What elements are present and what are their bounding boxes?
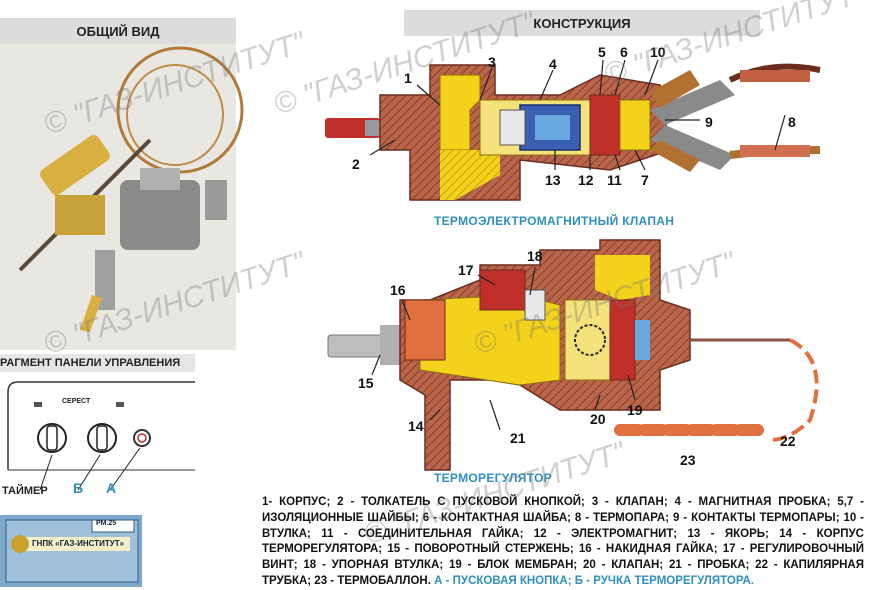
part-number: 12 [578,172,594,188]
control-panel-fragment [0,372,195,512]
part-number: 9 [705,114,713,130]
start-button[interactable] [133,429,151,447]
part-number: 23 [680,452,696,468]
part-number: 17 [458,262,474,278]
part-number: 2 [352,156,360,172]
thermoregulator-caption: ТЕРМОРЕГУЛЯТОР [434,471,552,485]
part-number: 15 [358,375,374,391]
part-number: 21 [510,430,526,446]
part-number: 4 [549,56,557,72]
badge-code: РМ.25 [96,520,117,527]
part-number: 6 [620,44,628,60]
timer-label: ТАЙМЕР [2,485,48,497]
part-number: 10 [650,44,666,60]
part-number: 5 [598,44,606,60]
badge-org: ГНПК «ГАЗ-ИНСТИТУТ» [32,539,125,548]
thermoregulator-drawing [327,239,819,471]
control-panel-header: РАГМЕНТ ПАНЕЛИ УПРАВЛЕНИЯ [0,354,195,372]
valve-caption: ТЕРМОЭЛЕКТРОМАГНИТНЫЙ КЛАПАН [434,214,675,228]
knob-b-label: Б [73,480,84,496]
legend-note-a: А - ПУСКОВАЯ КНОПКА; [434,574,572,587]
institute-badge [0,515,142,587]
part-number: 7 [641,172,649,188]
part-number: 19 [627,402,643,418]
part-number: 16 [390,282,406,298]
part-number: 22 [780,433,796,449]
construction-header: КОНСТРУКЦИЯ [404,10,760,36]
part-number: 14 [408,418,424,434]
legend-note-b: Б - РУЧКА ТЕРМОРЕГУЛЯТОРА. [574,574,754,587]
part-number: 20 [590,411,606,427]
thermoelectromagnetic-valve-drawing [325,63,821,201]
leader-lines [369,59,786,431]
parts-legend: 1- КОРПУС; 2 - ТОЛКАТЕЛЬ С ПУСКОВОЙ КНОП… [262,495,864,590]
general-view-header: ОБЩИЙ ВИД [0,18,236,44]
part-number: 8 [788,114,796,130]
part-number: 3 [488,54,496,70]
part-number: 18 [527,248,543,264]
part-number: 11 [607,172,622,188]
brand-label: СЕРЕСТ [62,398,91,405]
part-number: 13 [545,172,561,188]
product-photo [0,44,244,350]
legend-text: 1- КОРПУС; 2 - ТОЛКАТЕЛЬ С ПУСКОВОЙ КНОП… [262,496,864,587]
part-number: 1 [404,70,412,86]
button-a-label: А [106,480,117,496]
